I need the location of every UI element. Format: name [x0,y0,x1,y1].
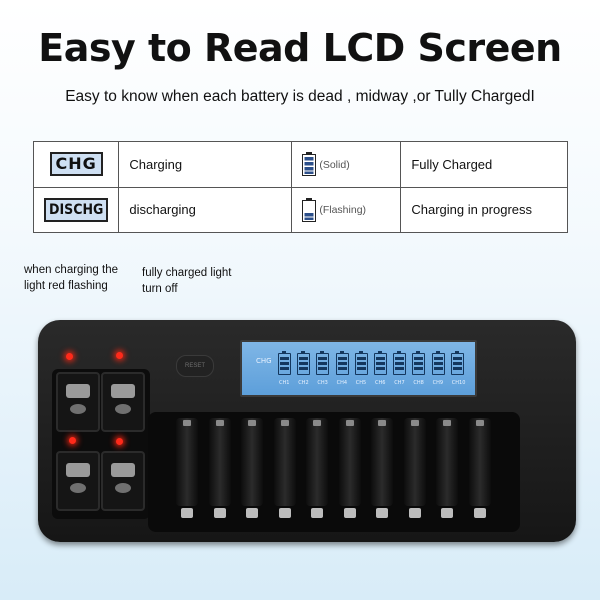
status-led [116,352,123,359]
page-subtitle: Easy to know when each battery is dead ,… [65,88,535,105]
aa-battery-slot[interactable] [400,418,430,518]
lcd-channel-label: CH4 [336,380,348,386]
note-line: fully charged light [142,267,232,279]
aa-battery-slot[interactable] [432,418,462,518]
nine-volt-slot[interactable] [56,372,100,432]
aa-battery-slot[interactable] [465,418,495,518]
aa-battery-slot[interactable] [302,418,332,518]
reset-button[interactable]: RESET [176,355,214,377]
legend-code-cell: CHG [32,141,120,188]
battery-partial-icon [302,197,317,222]
legend-table: CHG Charging (Solid) Fully Charged DISCH… [32,141,568,233]
aa-battery-slot[interactable] [237,418,267,518]
lcd-battery-cell [335,351,349,375]
lcd-channel-label: CH1 [279,380,290,386]
note-line: light red flashing [24,280,108,292]
nine-volt-slot[interactable] [101,451,145,511]
legend-icon-meaning-cell: Charging in progress [400,186,568,233]
dischg-badge: DISCHG [44,197,109,222]
flashing-state-label: (Flashing) [319,204,367,217]
lcd-channel-label: CH6 [375,380,386,386]
lcd-channel-label: CH5 [355,380,367,386]
red-light-note: when charging the light red flashing [24,262,118,294]
solid-state-label: (Solid) [319,158,350,171]
lcd-battery-cell [393,351,407,375]
legend-row-charging: CHG Charging (Solid) Fully Charged [32,141,568,188]
lcd-chg-label: CHG [256,357,272,365]
full-charge-note: fully charged light turn off [142,265,232,297]
lcd-battery-cell [450,351,464,375]
aa-battery-slot[interactable] [205,418,235,518]
status-led [69,437,76,444]
legend-meaning-cell: Charging [118,141,293,188]
lcd-channel-label: CH9 [432,380,444,386]
status-led [116,438,123,445]
nine-volt-slot[interactable] [101,372,145,432]
legend-code-cell: DISCHG [32,186,120,233]
legend-row-discharging: DISCHG discharging (Flashing) Charging i… [32,186,568,233]
legend-meaning-cell: discharging [118,186,293,233]
legend-icon-cell: (Solid) [291,141,402,188]
lcd-battery-cell [278,351,291,375]
lcd-channel-label: CH8 [413,380,424,386]
lcd-channel-label: CH7 [394,380,405,386]
legend-icon-cell: (Flashing) [291,186,402,233]
lcd-battery-cell [316,351,330,375]
lcd-battery-cell [374,351,387,375]
page-title: Easy to Read LCD Screen [38,26,562,70]
nine-volt-slot[interactable] [56,451,100,511]
lcd-battery-cell [431,351,445,375]
lcd-battery-cell [297,351,311,375]
note-line: turn off [142,283,178,295]
lcd-screen: CHG CH1 CH2 CH3 CH4 CH5 CH6 CH7 CH8 CH9 CH10 [240,340,477,397]
lcd-battery-cell [412,351,426,375]
battery-full-icon [302,152,317,177]
status-led [66,353,73,360]
note-line: when charging the [24,264,118,276]
aa-battery-slot[interactable] [335,418,365,518]
aa-battery-slot[interactable] [367,418,397,518]
lcd-battery-cell [354,351,368,375]
lcd-channel-label: CH2 [298,380,309,386]
aa-battery-slot[interactable] [172,418,202,518]
chg-badge: CHG [49,152,103,177]
aa-battery-slot[interactable] [270,418,300,518]
lcd-channel-label: CH3 [317,380,328,386]
lcd-channel-label: CH10 [451,380,466,386]
legend-icon-meaning-cell: Fully Charged [400,141,568,188]
